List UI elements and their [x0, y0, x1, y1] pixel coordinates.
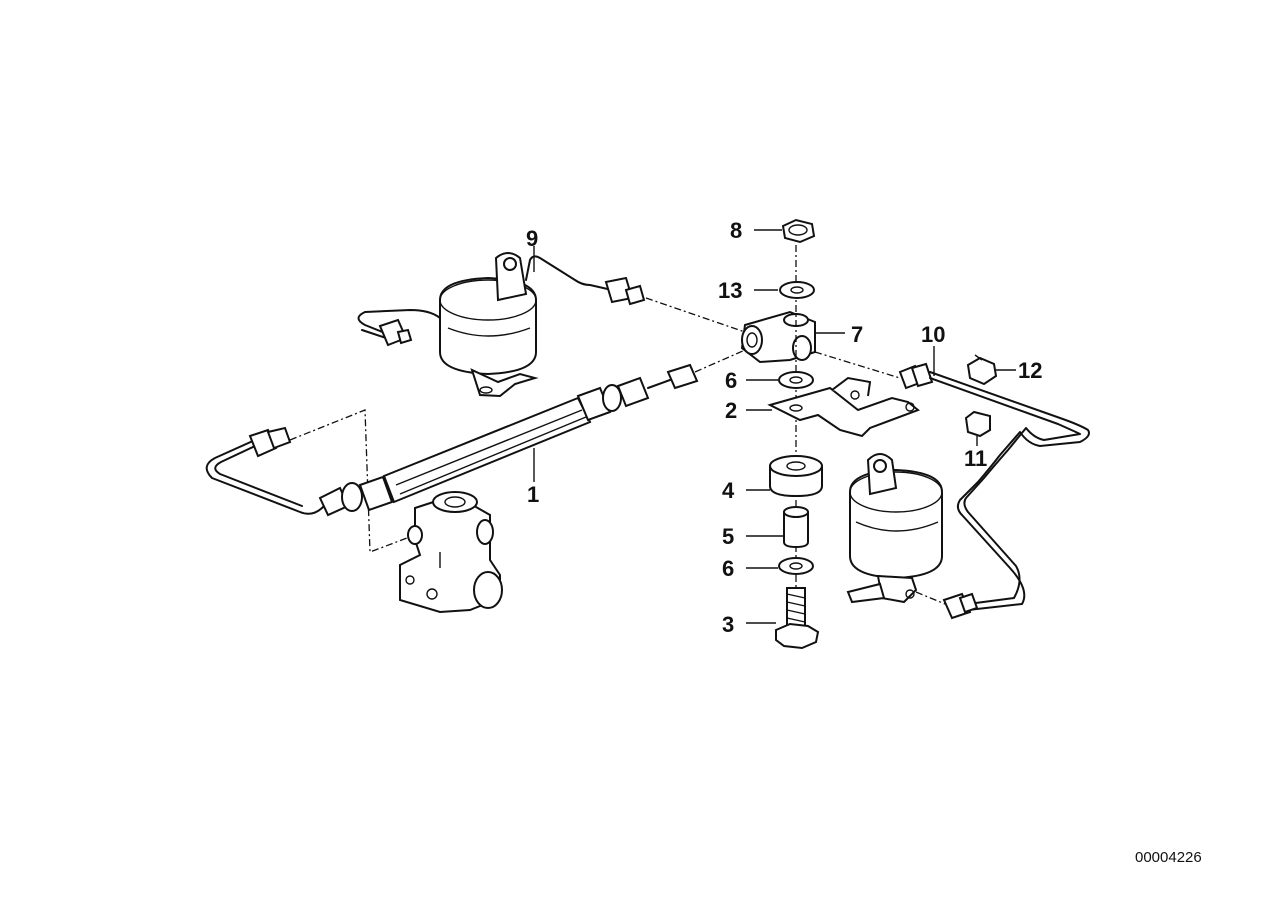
hex-nut — [781, 218, 816, 244]
callout-11: 11 — [964, 446, 987, 471]
callout-5: 5 — [722, 524, 734, 549]
rubber-mount — [769, 455, 823, 498]
washer-6-upper — [778, 371, 814, 389]
callout-13: 13 — [718, 278, 742, 303]
hex-bolt — [775, 587, 820, 650]
dashed-leader-hose — [694, 349, 746, 373]
left-pipe-loop — [205, 426, 331, 515]
hose-assembly — [318, 363, 699, 517]
callout-10: 10 — [921, 322, 945, 347]
callout-12: 12 — [1018, 358, 1042, 383]
washer-6-lower — [778, 557, 814, 575]
sleeve — [783, 506, 809, 549]
callout-4: 4 — [722, 478, 735, 503]
pipe-clip-11 — [964, 410, 991, 438]
callout-2: 2 — [725, 398, 737, 423]
callout-9: 9 — [526, 226, 538, 251]
left-pipe-fitting — [248, 426, 292, 458]
callout-3: 3 — [722, 612, 734, 637]
callout-7: 7 — [851, 322, 863, 347]
pressure-regulator — [399, 491, 503, 614]
callout-leaders — [533, 229, 1016, 624]
callout-6-upper: 6 — [725, 368, 737, 393]
right-pipe — [898, 362, 1090, 620]
pipe-clip-12 — [966, 354, 998, 386]
callout-8: 8 — [730, 218, 742, 243]
callout-6-lower: 6 — [722, 556, 734, 581]
bracket — [767, 376, 920, 438]
dashed-leader-right-acc — [915, 591, 946, 605]
dashed-leader-10 — [814, 351, 901, 379]
diagram-reference-number: 00004226 — [1135, 849, 1202, 866]
callout-1: 1 — [527, 482, 539, 507]
left-pressure-accumulator — [357, 252, 646, 398]
right-pressure-accumulator — [846, 453, 943, 604]
t-piece — [740, 310, 816, 364]
washer-13 — [779, 281, 815, 299]
dashed-leader-9 — [645, 297, 746, 333]
left-dashed-leader — [289, 409, 416, 553]
